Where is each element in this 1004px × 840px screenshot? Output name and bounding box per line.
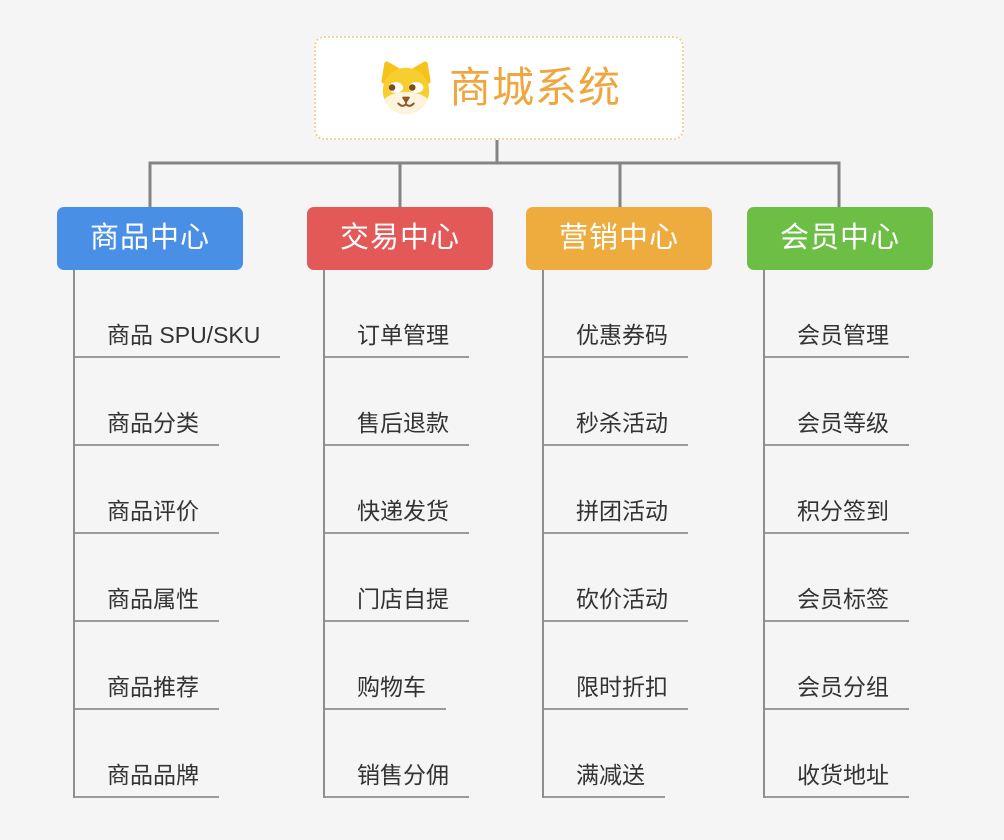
tree-node: 会员管理 xyxy=(765,270,933,358)
child-node[interactable]: 购物车 xyxy=(325,668,446,710)
child-node[interactable]: 收货地址 xyxy=(765,756,909,798)
branch-children: 会员管理 会员等级 积分签到 会员标签 会员分组 收货地址 xyxy=(763,270,933,798)
child-node[interactable]: 砍价活动 xyxy=(544,580,688,622)
connector-lines xyxy=(148,140,841,207)
child-node[interactable]: 门店自提 xyxy=(325,580,469,622)
branch-trade-center: 交易中心 订单管理 售后退款 快递发货 门店自提 购物车 销售分佣 xyxy=(307,207,493,798)
branch-header-marketing-center[interactable]: 营销中心 xyxy=(526,207,712,270)
tree-node: 商品属性 xyxy=(75,534,243,622)
child-node[interactable]: 商品分类 xyxy=(75,404,219,446)
child-node[interactable]: 售后退款 xyxy=(325,404,469,446)
tree-node: 商品分类 xyxy=(75,358,243,446)
child-node[interactable]: 商品 SPU/SKU xyxy=(75,316,281,358)
branch-header-member-center[interactable]: 会员中心 xyxy=(747,207,933,270)
tree-node: 优惠券码 xyxy=(544,270,712,358)
child-node[interactable]: 限时折扣 xyxy=(544,668,688,710)
child-node[interactable]: 满减送 xyxy=(544,756,665,798)
tree-node: 商品评价 xyxy=(75,446,243,534)
tree-node: 秒杀活动 xyxy=(544,358,712,446)
child-node[interactable]: 商品评价 xyxy=(75,492,219,534)
root-node[interactable]: 商城系统 xyxy=(314,36,684,140)
tree-node: 积分签到 xyxy=(765,446,933,534)
tree-node: 商品 SPU/SKU xyxy=(75,270,281,358)
branch-header-product-center[interactable]: 商品中心 xyxy=(57,207,243,270)
child-node[interactable]: 会员管理 xyxy=(765,316,909,358)
branch-children: 商品 SPU/SKU 商品分类 商品评价 商品属性 商品推荐 商品品牌 xyxy=(73,270,281,798)
child-node[interactable]: 会员等级 xyxy=(765,404,909,446)
branch-member-center: 会员中心 会员管理 会员等级 积分签到 会员标签 会员分组 收货地址 xyxy=(747,207,933,798)
tree-node: 购物车 xyxy=(325,622,493,710)
branch-children: 优惠券码 秒杀活动 拼团活动 砍价活动 限时折扣 满减送 xyxy=(542,270,712,798)
child-node[interactable]: 快递发货 xyxy=(325,492,469,534)
child-node[interactable]: 优惠券码 xyxy=(544,316,688,358)
tree-node: 会员分组 xyxy=(765,622,933,710)
child-node[interactable]: 会员分组 xyxy=(765,668,909,710)
tree-node: 销售分佣 xyxy=(325,710,493,798)
child-node[interactable]: 商品品牌 xyxy=(75,756,219,798)
branch-children: 订单管理 售后退款 快递发货 门店自提 购物车 销售分佣 xyxy=(323,270,493,798)
child-node[interactable]: 销售分佣 xyxy=(325,756,469,798)
tree-node: 门店自提 xyxy=(325,534,493,622)
tree-node: 商品品牌 xyxy=(75,710,243,798)
tree-node: 订单管理 xyxy=(325,270,493,358)
tree-node: 商品推荐 xyxy=(75,622,243,710)
tree-node: 快递发货 xyxy=(325,446,493,534)
root-title: 商城系统 xyxy=(448,64,621,111)
child-node[interactable]: 拼团活动 xyxy=(544,492,688,534)
tree-node: 砍价活动 xyxy=(544,534,712,622)
tree-node: 限时折扣 xyxy=(544,622,712,710)
branch-product-center: 商品中心 商品 SPU/SKU 商品分类 商品评价 商品属性 商品推荐 商品品牌 xyxy=(57,207,281,798)
child-node[interactable]: 商品推荐 xyxy=(75,668,219,710)
branch-header-trade-center[interactable]: 交易中心 xyxy=(307,207,493,270)
tree-node: 拼团活动 xyxy=(544,446,712,534)
tree-node: 满减送 xyxy=(544,710,712,798)
dog-face-icon xyxy=(381,61,431,115)
tree-node: 售后退款 xyxy=(325,358,493,446)
branch-marketing-center: 营销中心 优惠券码 秒杀活动 拼团活动 砍价活动 限时折扣 满减送 xyxy=(526,207,712,798)
tree-node: 会员标签 xyxy=(765,534,933,622)
tree-node: 收货地址 xyxy=(765,710,933,798)
child-node[interactable]: 积分签到 xyxy=(765,492,909,534)
child-node[interactable]: 秒杀活动 xyxy=(544,404,688,446)
tree-node: 会员等级 xyxy=(765,358,933,446)
child-node[interactable]: 订单管理 xyxy=(325,316,469,358)
child-node[interactable]: 会员标签 xyxy=(765,580,909,622)
child-node[interactable]: 商品属性 xyxy=(75,580,219,622)
